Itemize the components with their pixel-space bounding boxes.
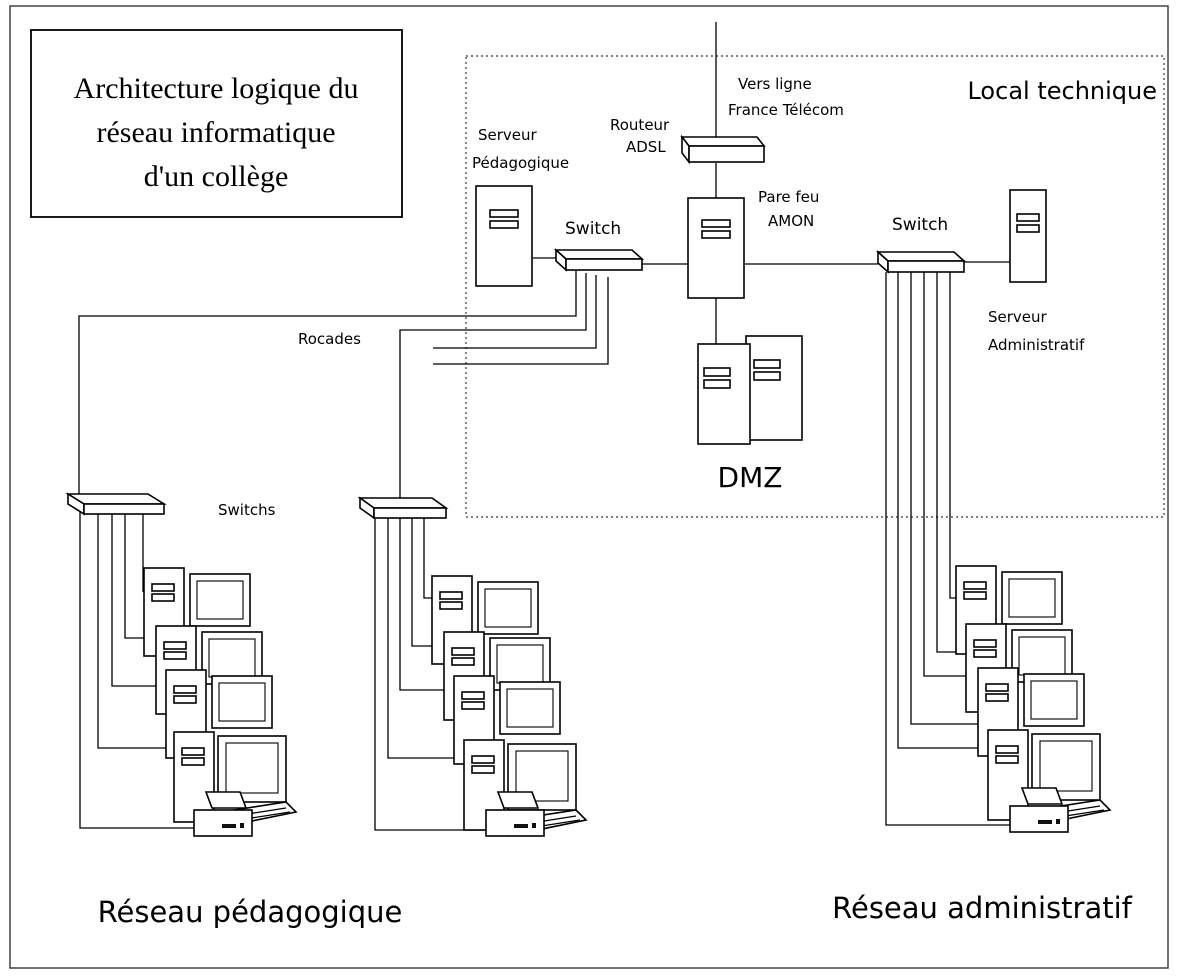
pedagogical-server [475,185,533,287]
switch-right-label: Switch [892,215,948,235]
firewall-label-1: Pare feu [758,188,819,206]
switch-bottom-middle [357,496,449,520]
reseau-pedagogique-label: Réseau pédagogique [98,895,403,929]
pedagogical-workstations-left [143,567,297,837]
local-technique-zone [465,55,1165,518]
adsl-router [680,134,766,165]
switch-left [553,248,645,272]
switch-left-label: Switch [565,219,621,239]
title-box [30,29,403,218]
outer-frame [9,5,1169,969]
admin-server-label-2: Administratif [988,336,1085,354]
dmz-label: DMZ [718,461,783,494]
title-line-1: Architecture logique du [74,72,359,105]
admin-server-label-1: Serveur [988,308,1048,326]
firewall-label-2: AMON [768,212,814,230]
local-technique-label: Local technique [967,77,1157,105]
rocades-label: Rocades [298,330,361,348]
administrative-server [1009,189,1047,283]
switch-right [875,250,967,274]
administrative-workstations [955,565,1111,833]
vers-ligne-label-1: Vers ligne [738,75,812,93]
reseau-administratif-label: Réseau administratif [832,891,1133,925]
switchs-label: Switchs [218,501,276,519]
pedagogical-workstations-middle [431,575,587,837]
title-line-3: d'un collège [144,160,289,193]
pedagogical-server-label-2: Pédagogique [472,154,569,172]
firewall-server [687,197,745,299]
vers-ligne-label-2: France Télécom [728,101,844,119]
router-label-1: Routeur [610,116,670,134]
network-cabling [78,22,1019,831]
dmz-servers [697,335,803,445]
title-line-2: réseau informatique [96,116,335,149]
pedagogical-server-label-1: Serveur [478,126,538,144]
switch-bottom-left [65,492,167,516]
router-label-2: ADSL [626,138,666,156]
